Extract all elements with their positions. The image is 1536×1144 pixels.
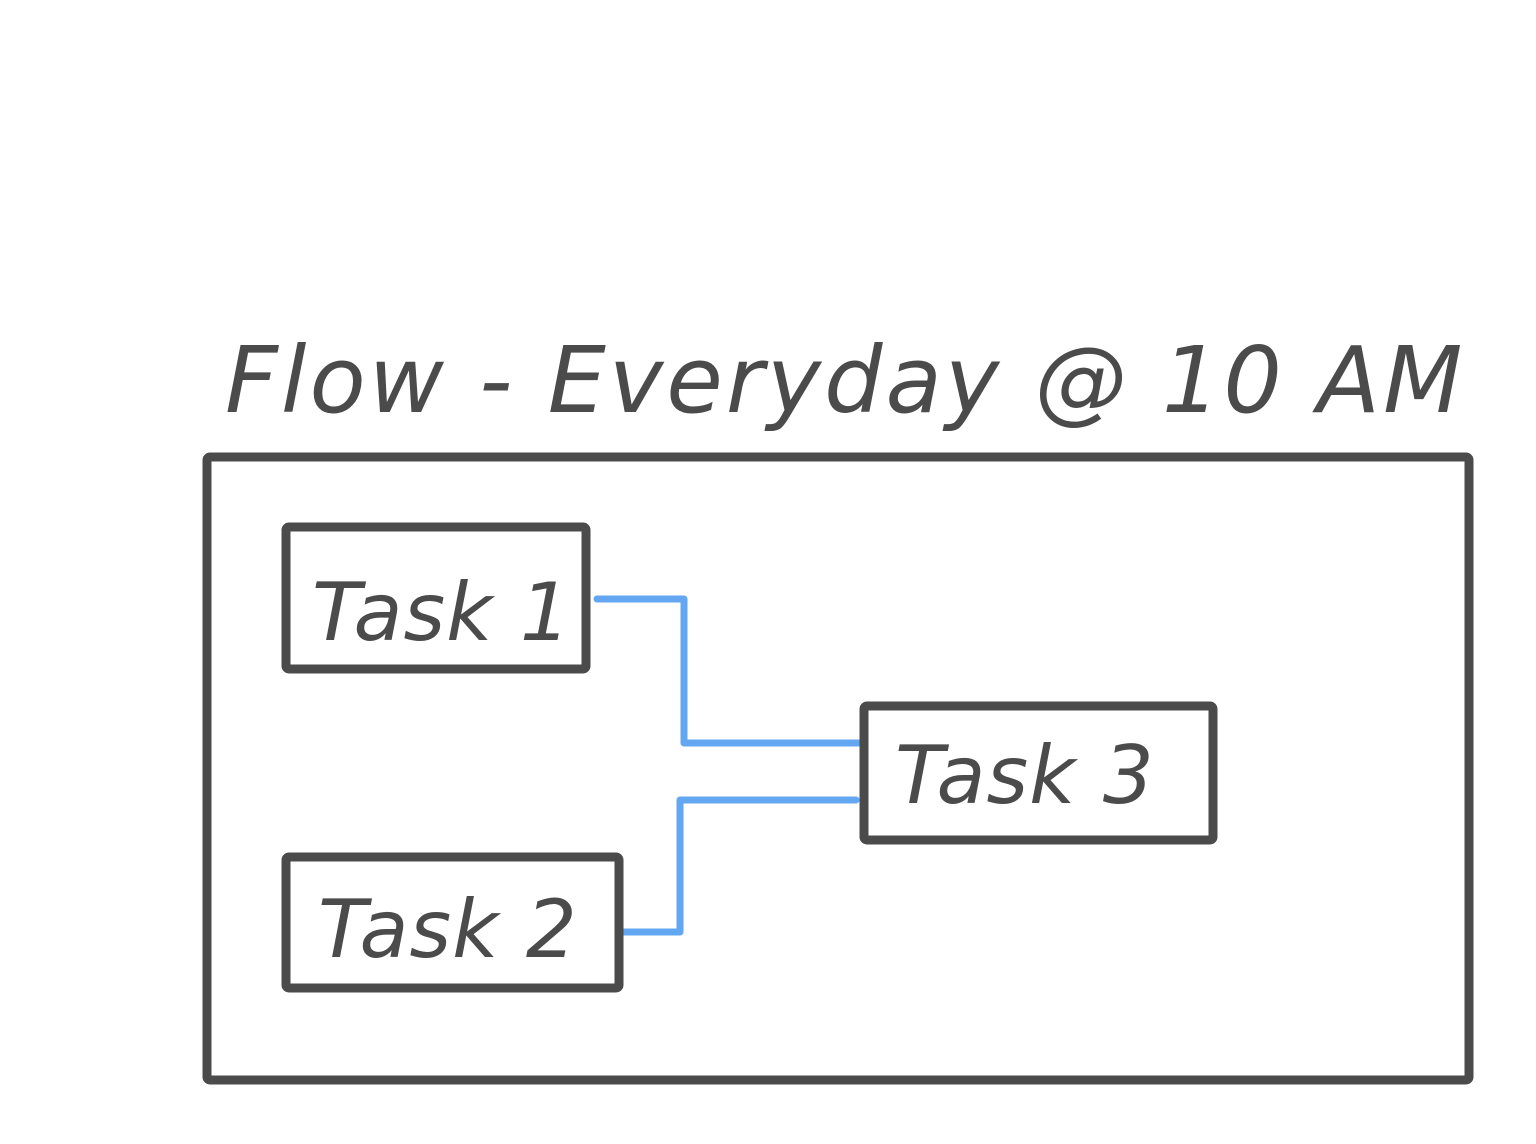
edge-task2-to-task3 — [617, 796, 860, 936]
edge-task1-to-task3 — [593, 595, 866, 747]
task-1-label: Task 1 — [312, 566, 572, 659]
task-node-3[interactable]: Task 3 — [859, 701, 1218, 845]
flow-title: Flow - Everyday @ 10 AM — [225, 327, 1465, 434]
task-2-label: Task 2 — [318, 883, 578, 976]
task-3-label: Task 3 — [895, 729, 1155, 822]
task-1-box — [281, 522, 591, 674]
task-node-1[interactable]: Task 1 — [281, 522, 591, 674]
task-node-2[interactable]: Task 2 — [281, 852, 624, 993]
task-2-box — [281, 852, 624, 993]
flow-container — [202, 452, 1474, 1085]
task-3-box — [859, 701, 1218, 845]
